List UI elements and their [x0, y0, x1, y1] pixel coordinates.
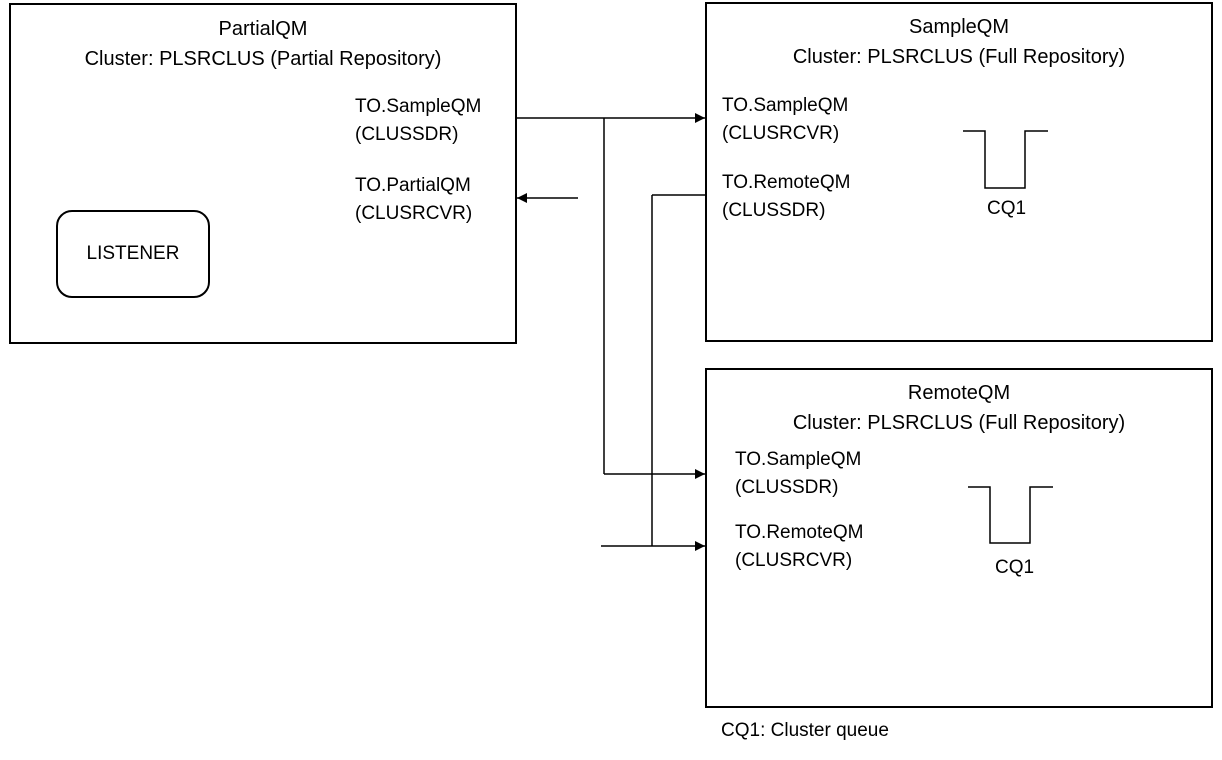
remoteqm-queue-label: CQ1: [995, 557, 1035, 578]
partialqm-name: PartialQM: [218, 18, 308, 40]
channel-name: TO.SampleQM: [735, 449, 862, 470]
remoteqm-channel-to-remoteqm: TO.RemoteQM (CLUSRCVR): [735, 519, 863, 575]
channel-type: (CLUSSDR): [735, 477, 839, 498]
partialqm-title: PartialQM Cluster: PLSRCLUS (Partial Rep…: [11, 14, 515, 74]
channel-name: TO.SampleQM: [355, 96, 482, 117]
sampleqm-cluster: Cluster: PLSRCLUS (Full Repository): [792, 46, 1126, 68]
channel-name: TO.SampleQM: [722, 95, 849, 116]
channel-name: TO.RemoteQM: [722, 172, 851, 193]
sampleqm-channel-to-sampleqm: TO.SampleQM (CLUSRCVR): [722, 92, 848, 148]
remoteqm-name: RemoteQM: [907, 382, 1011, 404]
remoteqm-title: RemoteQM Cluster: PLSRCLUS (Full Reposit…: [707, 378, 1211, 438]
sampleqm-name: SampleQM: [908, 16, 1010, 38]
partialqm-box: PartialQM Cluster: PLSRCLUS (Partial Rep…: [9, 3, 517, 344]
listener-box: LISTENER: [56, 210, 210, 298]
partialqm-cluster: Cluster: PLSRCLUS (Partial Repository): [84, 48, 442, 70]
remoteqm-box: RemoteQM Cluster: PLSRCLUS (Full Reposit…: [705, 368, 1213, 708]
sampleqm-channel-to-remoteqm: TO.RemoteQM (CLUSSDR): [722, 169, 850, 225]
channel-name: TO.PartialQM: [355, 175, 471, 196]
listener-label: LISTENER: [86, 243, 180, 264]
remoteqm-channel-to-sampleqm: TO.SampleQM (CLUSSDR): [735, 446, 861, 502]
partialqm-channel-to-partialqm: TO.PartialQM (CLUSRCVR): [355, 172, 472, 228]
channel-name: TO.RemoteQM: [735, 522, 864, 543]
channel-type: (CLUSRCVR): [355, 203, 473, 224]
channel-type: (CLUSSDR): [722, 200, 826, 221]
remoteqm-cluster: Cluster: PLSRCLUS (Full Repository): [792, 412, 1126, 434]
sampleqm-box: SampleQM Cluster: PLSRCLUS (Full Reposit…: [705, 2, 1213, 342]
legend: CQ1: Cluster queue: [721, 720, 889, 741]
partialqm-channel-to-sampleqm: TO.SampleQM (CLUSSDR): [355, 93, 481, 149]
channel-type: (CLUSRCVR): [735, 550, 853, 571]
channel-type: (CLUSSDR): [355, 124, 459, 145]
channel-type: (CLUSRCVR): [722, 123, 840, 144]
sampleqm-queue-label: CQ1: [987, 198, 1027, 219]
sampleqm-title: SampleQM Cluster: PLSRCLUS (Full Reposit…: [707, 12, 1211, 72]
